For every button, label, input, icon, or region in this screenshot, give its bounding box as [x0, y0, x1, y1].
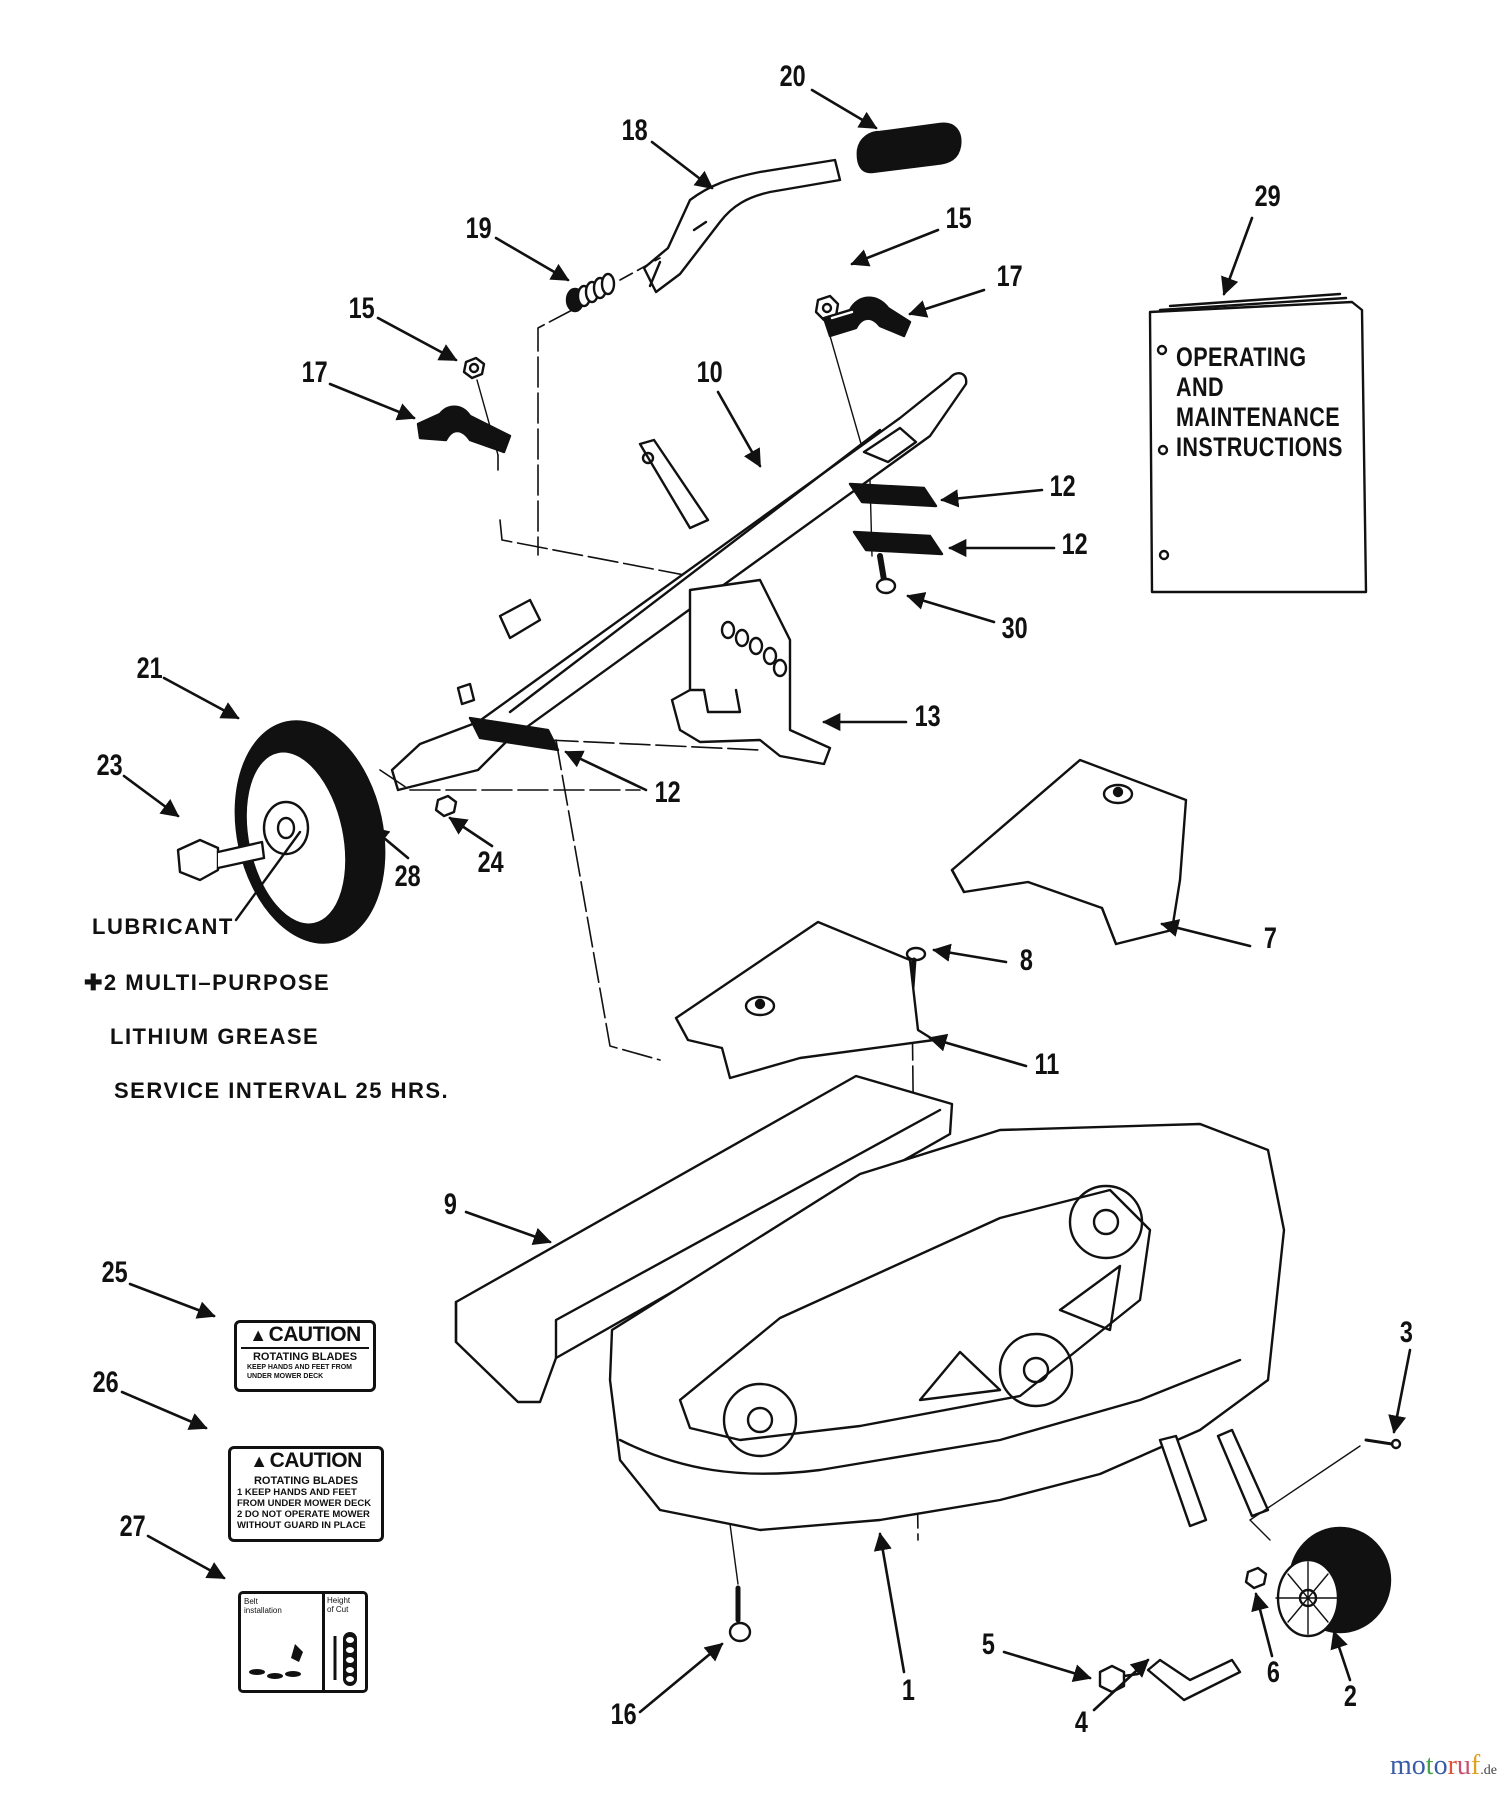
decal-heading: CAUTION	[268, 1323, 362, 1346]
discharge-guard-part	[454, 1074, 954, 1404]
callout-4: 4	[1074, 1706, 1088, 1739]
manual-line: MAINTENANCE	[1176, 402, 1340, 432]
roller-bracket-part	[1146, 1428, 1270, 1702]
watermark-tld: .de	[1480, 1763, 1497, 1778]
callout-29: 29	[1254, 180, 1281, 213]
cotter-pin-part	[1364, 1438, 1402, 1450]
strap-bracket-part	[822, 296, 912, 338]
strap-bracket-part	[416, 405, 512, 454]
callout-25: 25	[101, 1256, 128, 1289]
warning-triangle-icon: ▲	[250, 1450, 268, 1471]
mower-deck-part	[608, 1122, 1286, 1532]
warning-triangle-icon: ▲	[249, 1324, 267, 1345]
watermark-letter: m	[1390, 1750, 1412, 1781]
operating-manual-part	[1148, 292, 1368, 594]
watermark-letter: t	[1425, 1750, 1434, 1781]
lift-arm-part	[390, 372, 968, 792]
decal-line: FROM UNDER MOWER DECK	[237, 1498, 372, 1509]
caution-decal-25: ▲CAUTION ROTATING BLADES KEEP HANDS AND …	[234, 1320, 376, 1392]
decal-label: of Cut	[327, 1605, 349, 1614]
callout-26: 26	[92, 1366, 119, 1399]
decal-label: installation	[244, 1606, 282, 1615]
leader-arrows	[120, 88, 1412, 1714]
washer-part	[354, 802, 370, 830]
callout-20: 20	[779, 60, 806, 93]
watermark-letter: o	[1433, 1750, 1448, 1781]
callout-2: 2	[1343, 1680, 1357, 1713]
callout-8: 8	[1019, 944, 1033, 977]
belt-routing-icon	[249, 1644, 303, 1679]
callout-12c: 12	[654, 776, 681, 809]
nut-part	[462, 356, 486, 380]
callout-10: 10	[696, 356, 723, 389]
manual-line: AND	[1176, 372, 1224, 402]
callout-6: 6	[1266, 1656, 1280, 1689]
lubricant-note-line: LUBRICANT	[92, 914, 234, 939]
belt-cover-left-part	[674, 920, 936, 1080]
callout-12b: 12	[1061, 528, 1088, 561]
callout-19: 19	[465, 212, 492, 245]
callout-17b: 17	[301, 356, 328, 389]
decal-line: 1 KEEP HANDS AND FEET	[237, 1487, 357, 1498]
callout-15b: 15	[348, 292, 375, 325]
callout-13: 13	[914, 700, 941, 733]
decal-line: UNDER MOWER DECK	[247, 1373, 324, 1380]
nut-part	[434, 794, 458, 818]
screw-part	[875, 553, 897, 595]
manual-cover-text: OPERATING AND MAINTENANCE INSTRUCTIONS	[1176, 342, 1343, 462]
nut-part	[1244, 1566, 1268, 1590]
height-adjust-bracket-part	[670, 578, 832, 766]
decal-label: Height	[327, 1596, 351, 1605]
spacer-plate-part	[468, 482, 944, 752]
callout-5: 5	[981, 1628, 995, 1661]
decal-line: 2 DO NOT OPERATE MOWER	[237, 1509, 370, 1520]
callout-30: 30	[1001, 612, 1028, 645]
bolt-part	[1098, 1664, 1140, 1694]
caution-decal-26: ▲CAUTION ROTATING BLADES 1 KEEP HANDS AN…	[228, 1446, 384, 1542]
decal-heading: CAUTION	[269, 1449, 363, 1472]
callout-23: 23	[96, 749, 123, 782]
callout-24: 24	[477, 846, 504, 879]
callout-15a: 15	[945, 202, 972, 235]
decal-label: Belt	[244, 1597, 258, 1606]
grip-part	[856, 122, 962, 174]
screw-part	[728, 1585, 752, 1643]
watermark-letter: r	[1447, 1750, 1457, 1781]
callout-18: 18	[621, 114, 648, 147]
spring-part	[565, 272, 616, 313]
belt-installation-panel: Belt installation	[241, 1594, 325, 1690]
shoulder-bolt-part	[176, 838, 266, 882]
height-of-cut-panel: Height of Cut	[325, 1594, 365, 1690]
watermark-letter: o	[1411, 1750, 1426, 1781]
watermark-letter: f	[1470, 1750, 1481, 1781]
callout-28: 28	[394, 860, 421, 893]
callout-27: 27	[119, 1510, 146, 1543]
lubricant-note-line: LITHIUM GREASE	[110, 1024, 320, 1049]
callout-1: 1	[901, 1674, 915, 1707]
watermark-logo: motoruf.de	[1390, 1750, 1497, 1782]
decal-subheading: ROTATING BLADES	[253, 1475, 359, 1487]
belt-cover-right-part	[950, 758, 1188, 946]
callout-3: 3	[1399, 1316, 1413, 1349]
manual-line: INSTRUCTIONS	[1176, 432, 1343, 462]
decal-line: WITHOUT GUARD IN PLACE	[237, 1520, 366, 1531]
callout-7: 7	[1263, 922, 1277, 955]
manual-line: OPERATING	[1176, 342, 1307, 372]
height-scale-icon	[333, 1632, 357, 1686]
callout-16: 16	[610, 1698, 637, 1731]
callout-9: 9	[443, 1188, 457, 1221]
callout-17a: 17	[996, 260, 1023, 293]
decal-subheading: ROTATING BLADES	[241, 1347, 369, 1363]
callout-21: 21	[136, 652, 163, 685]
watermark-letter: u	[1456, 1750, 1471, 1781]
lubricant-note-line: ✚2 MULTI–PURPOSE	[84, 970, 331, 995]
callout-12a: 12	[1049, 470, 1076, 503]
callout-11: 11	[1034, 1048, 1060, 1081]
decal-line: KEEP HANDS AND FEET FROM	[247, 1364, 353, 1371]
roller-part	[1275, 1526, 1392, 1638]
lubricant-note-line: SERVICE INTERVAL 25 HRS.	[114, 1078, 450, 1103]
instruction-decal-27: Belt installation Height of Cut	[238, 1591, 368, 1693]
lift-handle-part	[642, 158, 842, 294]
